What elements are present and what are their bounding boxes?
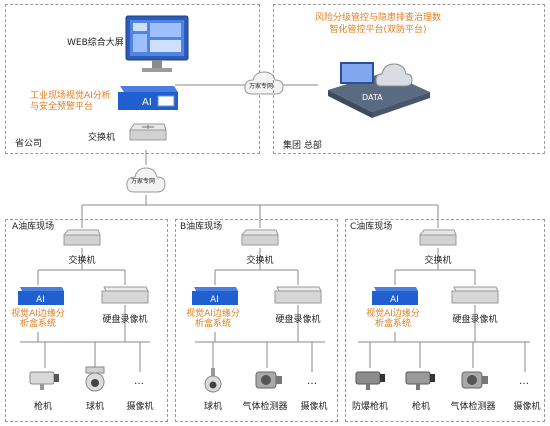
site-b-switch-label: 交换机 — [246, 256, 274, 266]
site-b-name: B油库现场 — [180, 222, 223, 232]
dome-camera-icon — [85, 366, 105, 392]
site-b-ai-label: 视觉AI边缘分析盒系统 — [186, 309, 240, 329]
nvr-icon — [451, 286, 499, 304]
province-name: 省公司 — [15, 139, 43, 149]
site-c-box — [345, 219, 545, 422]
group-box — [273, 4, 545, 154]
site-c-device-2: 气体检测器 — [450, 402, 496, 412]
platform-label: 工业现场视觉AI分析与安全预警平台 — [30, 91, 111, 113]
data-label: DATA — [362, 93, 383, 102]
cloud-icon — [126, 167, 166, 193]
site-c-ai-label: 视觉AI边缘分析盒系统 — [366, 309, 420, 329]
group-title: 风险分级管控与隐患排查治理数智化管控平台(双防平台) — [314, 13, 441, 35]
switch-icon — [418, 229, 457, 246]
site-c-device-0: 防爆枪机 — [351, 402, 389, 412]
ai-box-icon: AI — [372, 287, 418, 305]
site-c-nvr-label: 硬盘录像机 — [452, 315, 498, 325]
site-a-name: A油库现场 — [12, 222, 55, 232]
data-server-icon: DATA — [328, 62, 430, 118]
group-name: 集团 总部 — [283, 141, 322, 151]
site-a-switch-label: 交换机 — [68, 256, 96, 266]
site-b-nvr-label: 硬盘录像机 — [275, 315, 321, 325]
site-b-device-2: 摄像机 — [300, 402, 328, 412]
site-c-device-1: 枪机 — [411, 402, 431, 412]
wan-label-top: 万家专网 — [249, 83, 274, 90]
bullet-camera-icon — [405, 371, 435, 390]
switch-icon — [240, 229, 279, 246]
monitor-icon — [125, 15, 189, 72]
site-c-device-3: 摄像机 — [513, 402, 541, 412]
site-b-device-1: 气体检测器 — [242, 402, 288, 412]
site-b-device-0: 球机 — [203, 402, 223, 412]
nvr-icon — [101, 286, 149, 304]
nvr-icon — [274, 286, 322, 304]
site-a-device-0: 枪机 — [33, 402, 53, 412]
gas-detector-icon — [461, 371, 488, 389]
gas-detector-icon — [255, 371, 282, 389]
ai-badge: AI — [210, 295, 219, 305]
site-a-box — [5, 219, 168, 422]
explosion-proof-camera-icon — [355, 371, 385, 390]
switch-icon — [129, 123, 167, 141]
site-c-switch-label: 交换机 — [424, 256, 452, 266]
wan-label-center: 万家专网 — [131, 178, 156, 185]
dome-camera-icon — [204, 368, 222, 393]
ellipsis: … — [307, 376, 317, 387]
switch-icon — [62, 229, 101, 246]
bullet-camera-icon — [29, 371, 59, 390]
site-a-nvr-label: 硬盘录像机 — [102, 315, 148, 325]
ellipsis: … — [519, 376, 529, 387]
ai-box-icon: AI — [192, 287, 238, 305]
site-a-ai-label: 视觉AI边缘分析盒系统 — [11, 309, 65, 329]
site-a-device-2: 摄像机 — [126, 402, 154, 412]
ai-box-icon: AI — [18, 287, 64, 305]
svg-text:AI: AI — [142, 97, 152, 108]
ai-badge: AI — [36, 295, 45, 305]
screen-label: WEB综合大屏 — [67, 38, 124, 48]
ai-server-icon: AI — [118, 86, 178, 110]
ellipsis: … — [134, 376, 144, 387]
site-c-name: C油库现场 — [350, 222, 393, 232]
site-a-device-1: 球机 — [85, 402, 105, 412]
site-b-box — [175, 219, 338, 422]
province-switch-label: 交换机 — [88, 133, 116, 143]
ai-badge: AI — [390, 295, 399, 305]
